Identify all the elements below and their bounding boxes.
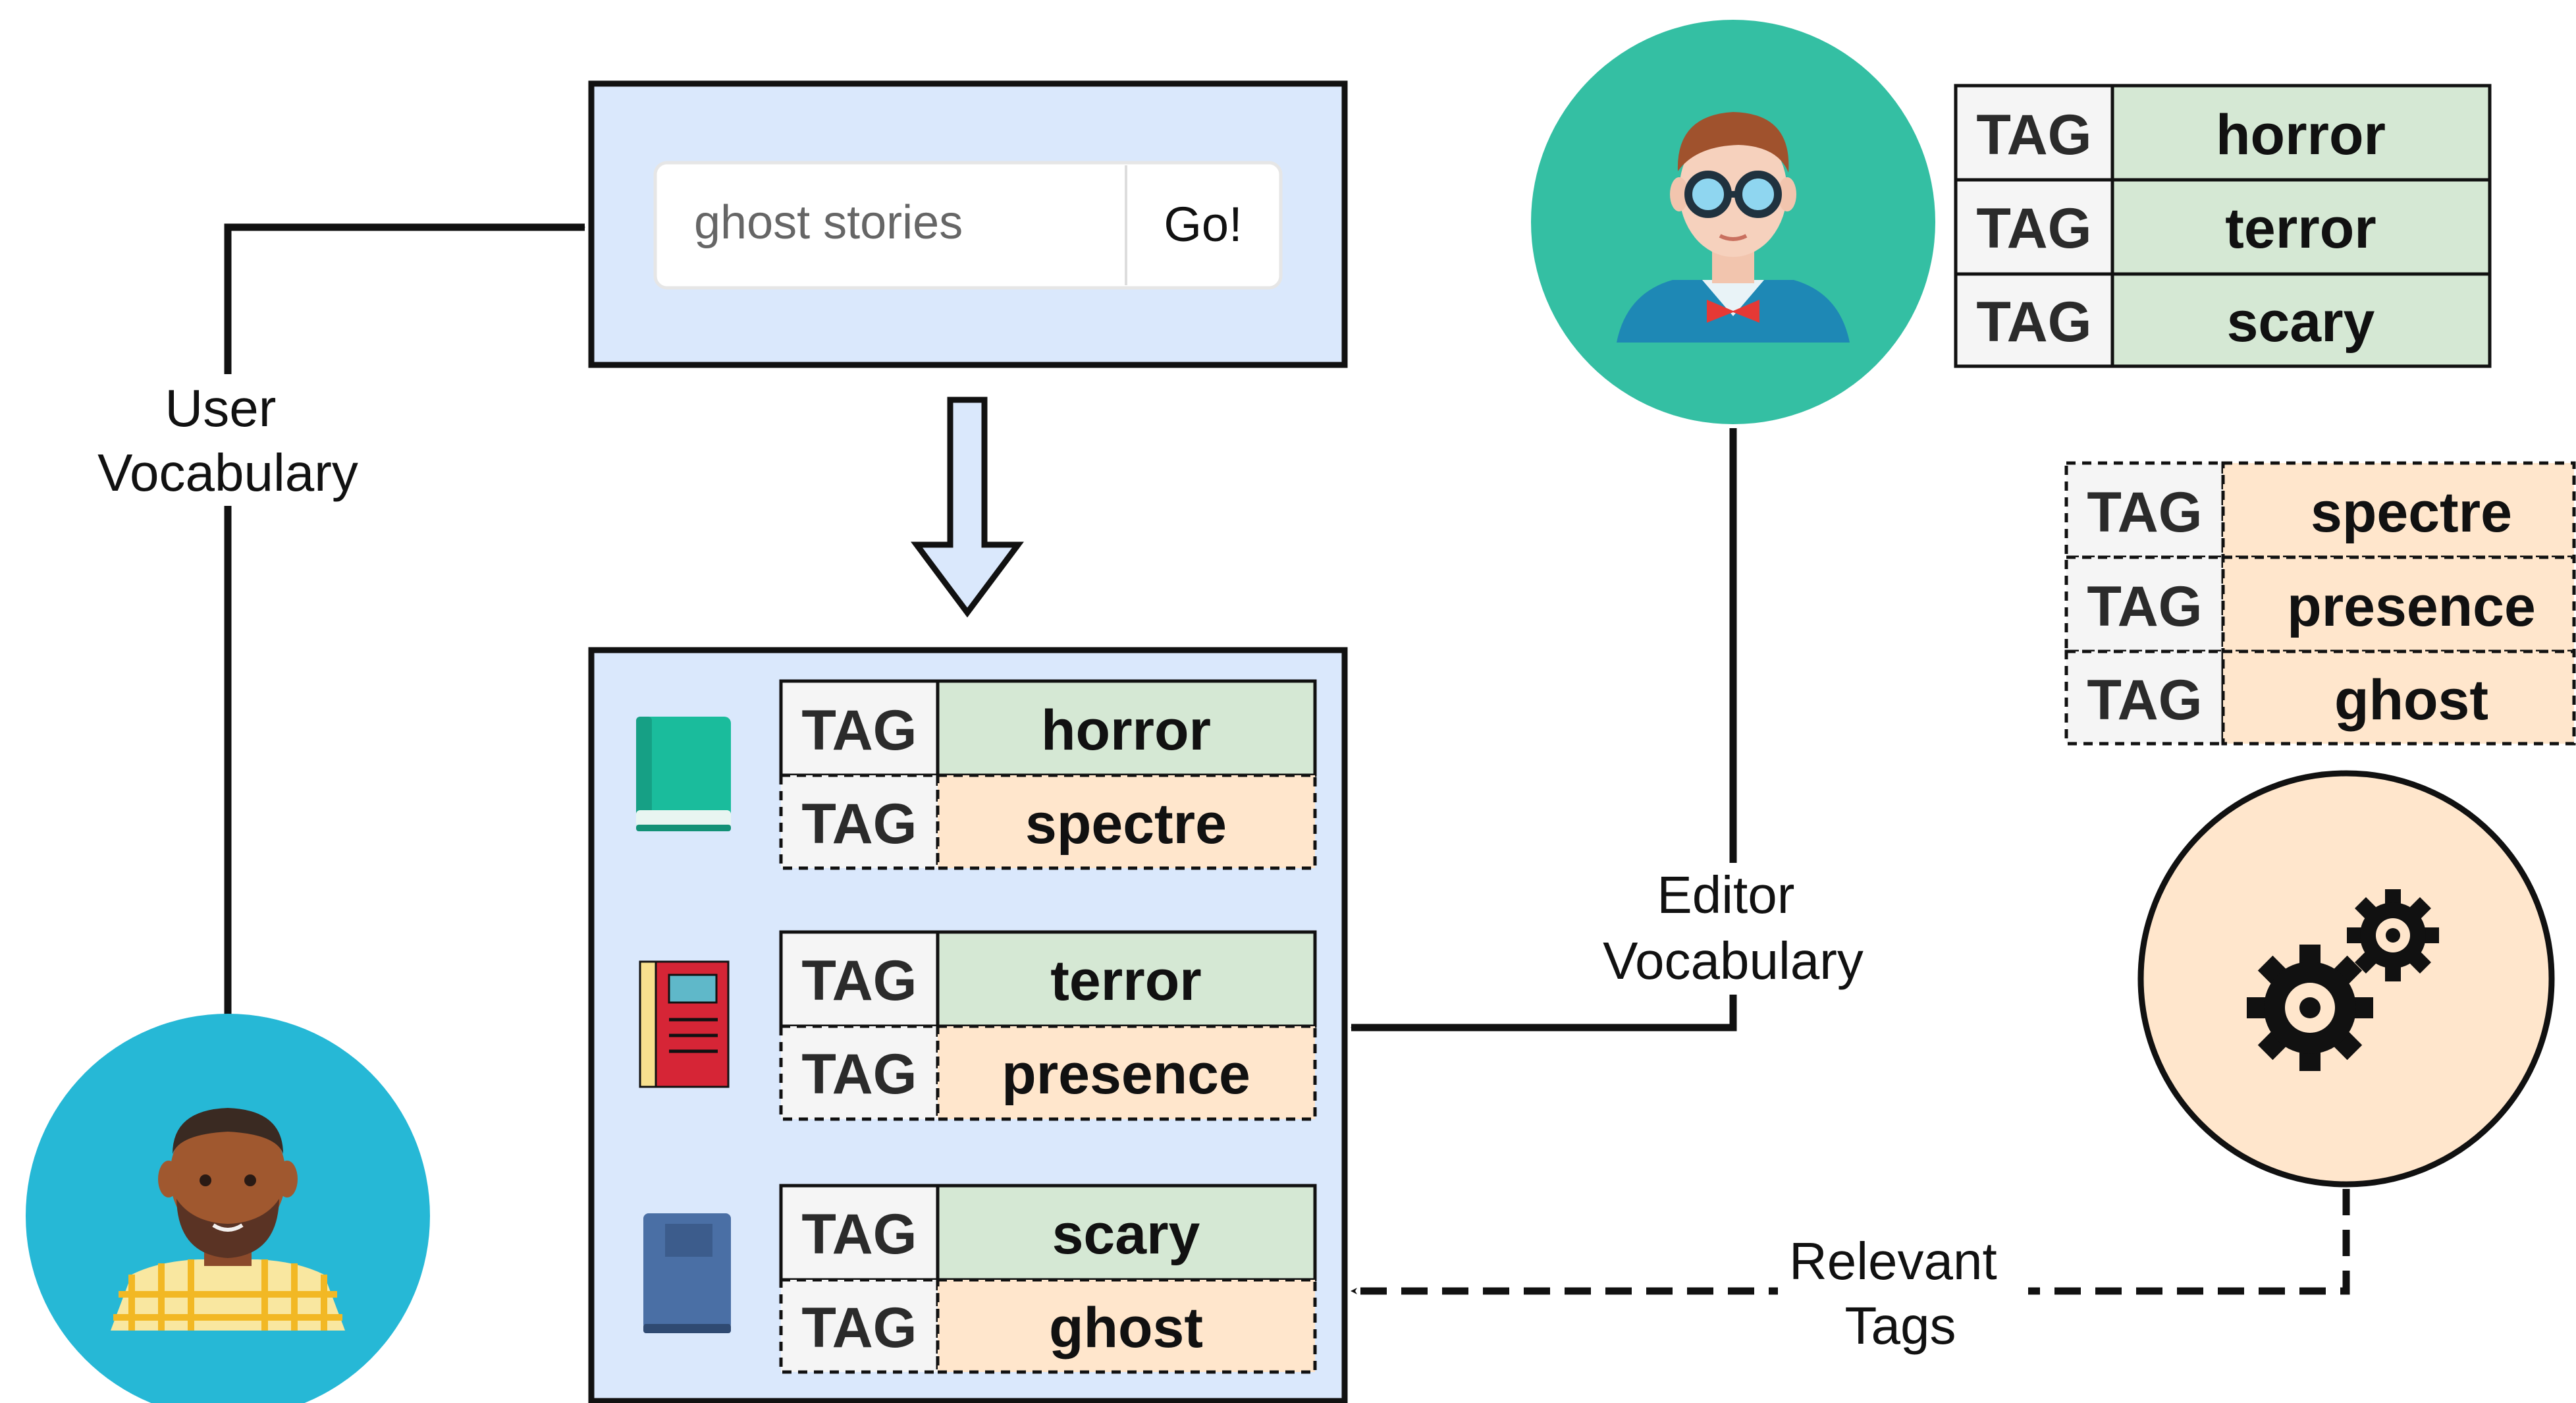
user-vocabulary-arrow bbox=[224, 223, 585, 1014]
tag-key: TAG bbox=[2087, 669, 2202, 732]
machine-tag: presence bbox=[2287, 575, 2536, 638]
tag-key: TAG bbox=[801, 1203, 917, 1266]
tag-key: TAG bbox=[801, 949, 917, 1012]
machine-tag: spectre bbox=[1025, 792, 1227, 856]
search-bar[interactable]: ghost stories Go! bbox=[653, 161, 1283, 290]
tag-key: TAG bbox=[801, 699, 917, 762]
editor-vocabulary-table: TAG horror TAG terror TAG scary bbox=[1954, 84, 2492, 368]
tag-key: TAG bbox=[1976, 197, 2091, 260]
machine-tags-table: TAG spectre TAG presence TAG ghost bbox=[2064, 461, 2576, 746]
relevant-tags-arrow bbox=[1351, 1189, 2350, 1295]
editor-tag: terror bbox=[1050, 949, 1201, 1012]
machine-tag: presence bbox=[1002, 1043, 1250, 1106]
down-arrow bbox=[911, 397, 1024, 618]
search-panel: ghost stories Go! bbox=[588, 80, 1348, 368]
editor-tag: horror bbox=[1041, 699, 1211, 762]
gears-icon bbox=[2137, 770, 2555, 1188]
user-vocabulary-label: User Vocabulary bbox=[97, 379, 358, 502]
editor-vocabulary-arrow bbox=[1351, 428, 1737, 1032]
book-1-tags: TAG horror TAG spectre bbox=[779, 679, 1317, 870]
search-input[interactable]: ghost stories bbox=[694, 196, 963, 249]
tag-key: TAG bbox=[2087, 481, 2202, 544]
tag-key: TAG bbox=[801, 1296, 917, 1360]
user-avatar bbox=[26, 1014, 430, 1403]
machine-tag: spectre bbox=[2311, 481, 2512, 544]
book-3-tags: TAG scary TAG ghost bbox=[779, 1184, 1317, 1374]
editor-tag: horror bbox=[2216, 103, 2386, 167]
tag-key: TAG bbox=[2087, 575, 2202, 638]
book-icon-green bbox=[636, 717, 731, 831]
tag-key: TAG bbox=[1976, 290, 2091, 354]
search-go-button[interactable]: Go! bbox=[1164, 197, 1242, 252]
tag-key: TAG bbox=[801, 1043, 917, 1106]
tag-key: TAG bbox=[801, 792, 917, 856]
machine-tag: ghost bbox=[2334, 669, 2488, 732]
editor-tag: scary bbox=[2227, 290, 2375, 354]
book-2-tags: TAG terror TAG presence bbox=[779, 930, 1317, 1121]
book-icon-red bbox=[639, 960, 730, 1088]
editor-avatar bbox=[1531, 20, 1935, 424]
editor-tag: scary bbox=[1052, 1203, 1200, 1266]
machine-tag: ghost bbox=[1049, 1296, 1203, 1360]
relevant-tags-label: Relevant Tags bbox=[1789, 1232, 2012, 1355]
tag-key: TAG bbox=[1976, 103, 2091, 167]
editor-vocabulary-label: Editor Vocabulary bbox=[1603, 866, 1864, 990]
book-icon-blue bbox=[643, 1213, 731, 1333]
editor-tag: terror bbox=[2225, 197, 2376, 260]
